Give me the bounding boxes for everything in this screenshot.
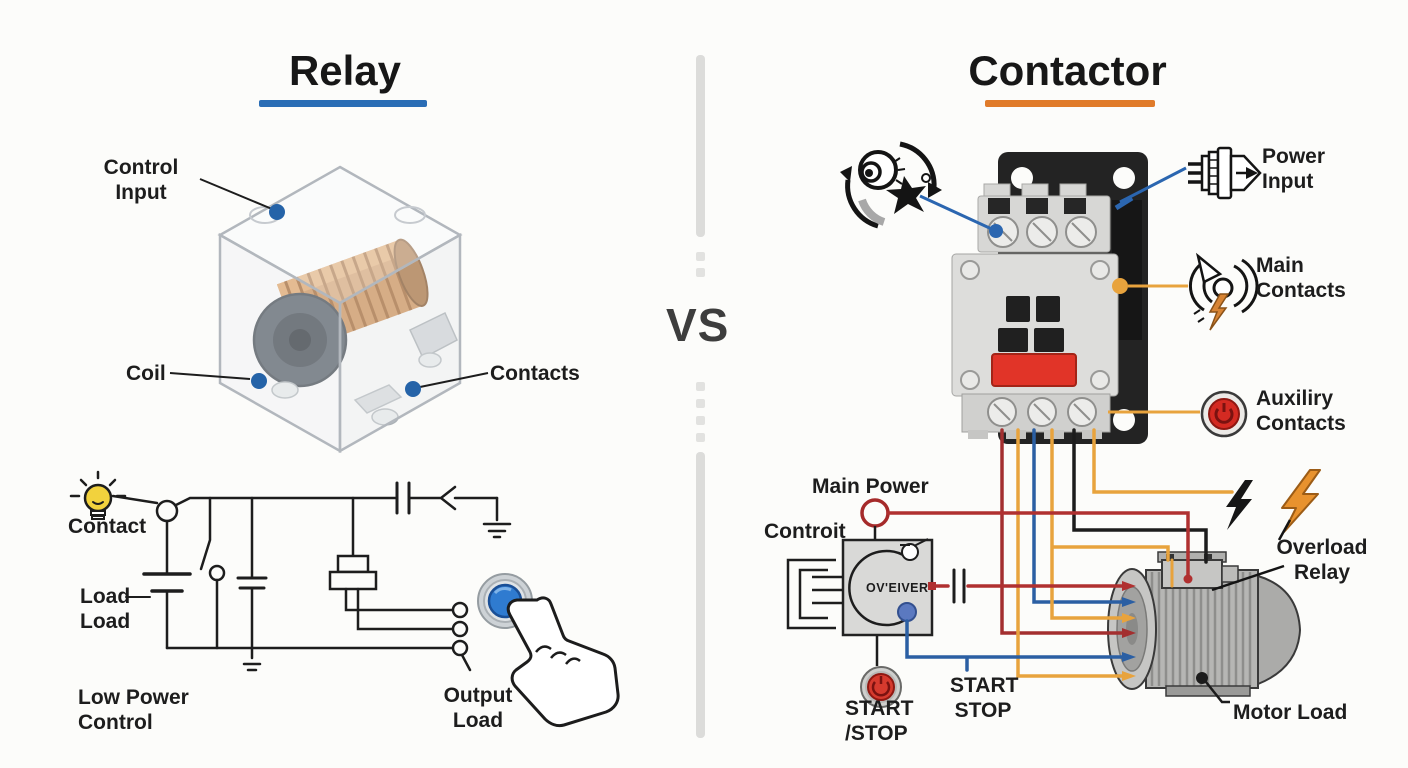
contact-label: Contact bbox=[68, 515, 147, 538]
contactor-title: Contactor bbox=[968, 47, 1167, 94]
divider-dash bbox=[696, 382, 705, 391]
start-stop-button-line1: START bbox=[845, 697, 914, 720]
relay-title: Relay bbox=[288, 47, 402, 94]
relay-title-underline bbox=[259, 100, 427, 107]
divider-dash bbox=[696, 399, 705, 408]
vs-label: VS bbox=[666, 299, 730, 351]
relay-label-dots bbox=[251, 204, 421, 397]
connector-bracket bbox=[786, 558, 843, 630]
main-power-terminal bbox=[860, 498, 890, 528]
start-stop-button-icon bbox=[860, 666, 902, 708]
start-stop-wire-line2: STOP bbox=[954, 699, 1012, 722]
black-bolt-icon bbox=[1226, 480, 1253, 530]
power-input-label: Power Input bbox=[1262, 144, 1325, 194]
contact-arc-icon bbox=[1188, 252, 1259, 331]
divider-top-bar bbox=[696, 55, 705, 237]
contactor-blue-leaders bbox=[919, 166, 1187, 233]
motor-load-dot bbox=[1196, 672, 1208, 684]
divider-dash bbox=[696, 416, 705, 425]
motor-icon bbox=[1107, 551, 1302, 704]
blue-leader-dot bbox=[989, 224, 1003, 238]
power-input-line2: Input bbox=[1262, 170, 1314, 193]
load-top-label: Load bbox=[80, 585, 131, 608]
load-bottom-label: Load bbox=[80, 610, 131, 633]
start-stop-wire-label: START STOP bbox=[950, 673, 1019, 723]
pointing-hand-icon bbox=[506, 596, 620, 728]
contactor-title-underline bbox=[985, 100, 1155, 107]
divider-dash bbox=[696, 252, 705, 261]
output-load-line2: Load bbox=[452, 709, 504, 732]
relay-leaders bbox=[169, 178, 489, 388]
wiring-harness bbox=[886, 428, 1234, 678]
motor-load-label: Motor Load bbox=[1233, 701, 1348, 724]
relay-box-text: OV'EIVER bbox=[866, 581, 929, 595]
power-input-line1: Power bbox=[1262, 145, 1326, 168]
start-stop-button-label: START /STOP bbox=[845, 696, 913, 746]
divider-dash bbox=[696, 268, 705, 277]
power-plug-icon bbox=[1188, 146, 1262, 200]
relay-circuit bbox=[69, 470, 512, 672]
low-power-line1: Low Power bbox=[78, 686, 189, 709]
motor-wire-arrows bbox=[1122, 581, 1136, 681]
output-load-line1: Output bbox=[443, 684, 513, 707]
contactor-red-button bbox=[991, 353, 1077, 387]
divider-dash bbox=[696, 433, 705, 442]
control-input-label: Control Input bbox=[85, 155, 197, 205]
overload-relay-leader bbox=[1211, 564, 1285, 592]
control-box bbox=[786, 498, 934, 708]
aux-contacts-label: Auxiliry Contacts bbox=[1256, 386, 1346, 436]
control-label: Controit bbox=[764, 520, 846, 543]
contactor-orange-leaders bbox=[1108, 284, 1200, 414]
start-stop-wire-line1: START bbox=[950, 674, 1019, 697]
control-input-line2: Input bbox=[115, 181, 167, 204]
coil-label: Coil bbox=[126, 362, 166, 385]
aux-contacts-line1: Auxiliry bbox=[1256, 387, 1334, 410]
orange-bolt-icon bbox=[1281, 469, 1321, 533]
contactor-illustration bbox=[951, 152, 1148, 444]
main-contacts-line2: Contacts bbox=[1256, 279, 1346, 302]
rotation-coil-icon bbox=[840, 141, 942, 229]
main-contacts-label: Main Contacts bbox=[1256, 253, 1346, 303]
main-contacts-line1: Main bbox=[1256, 254, 1304, 277]
output-load-label: Output Load bbox=[428, 683, 528, 733]
control-input-line1: Control bbox=[103, 156, 179, 179]
overload-relay-line1: Overload bbox=[1276, 536, 1368, 559]
contacts-label: Contacts bbox=[490, 362, 580, 385]
aux-contacts-line2: Contacts bbox=[1256, 412, 1346, 435]
low-power-control-label: Low Power Control bbox=[78, 685, 189, 735]
start-stop-button-line2: /STOP bbox=[845, 722, 908, 745]
aux-power-button-icon bbox=[1200, 390, 1248, 438]
divider-bottom-bar bbox=[696, 452, 705, 738]
lightbulb-icon bbox=[69, 470, 127, 520]
main-power-label: Main Power bbox=[812, 475, 929, 498]
overload-relay-label: Overload Relay bbox=[1268, 535, 1376, 585]
relay-bracket bbox=[409, 311, 458, 360]
low-power-line2: Control bbox=[78, 711, 153, 734]
overload-relay-line2: Relay bbox=[1293, 561, 1351, 584]
relay-illustration bbox=[217, 165, 463, 454]
